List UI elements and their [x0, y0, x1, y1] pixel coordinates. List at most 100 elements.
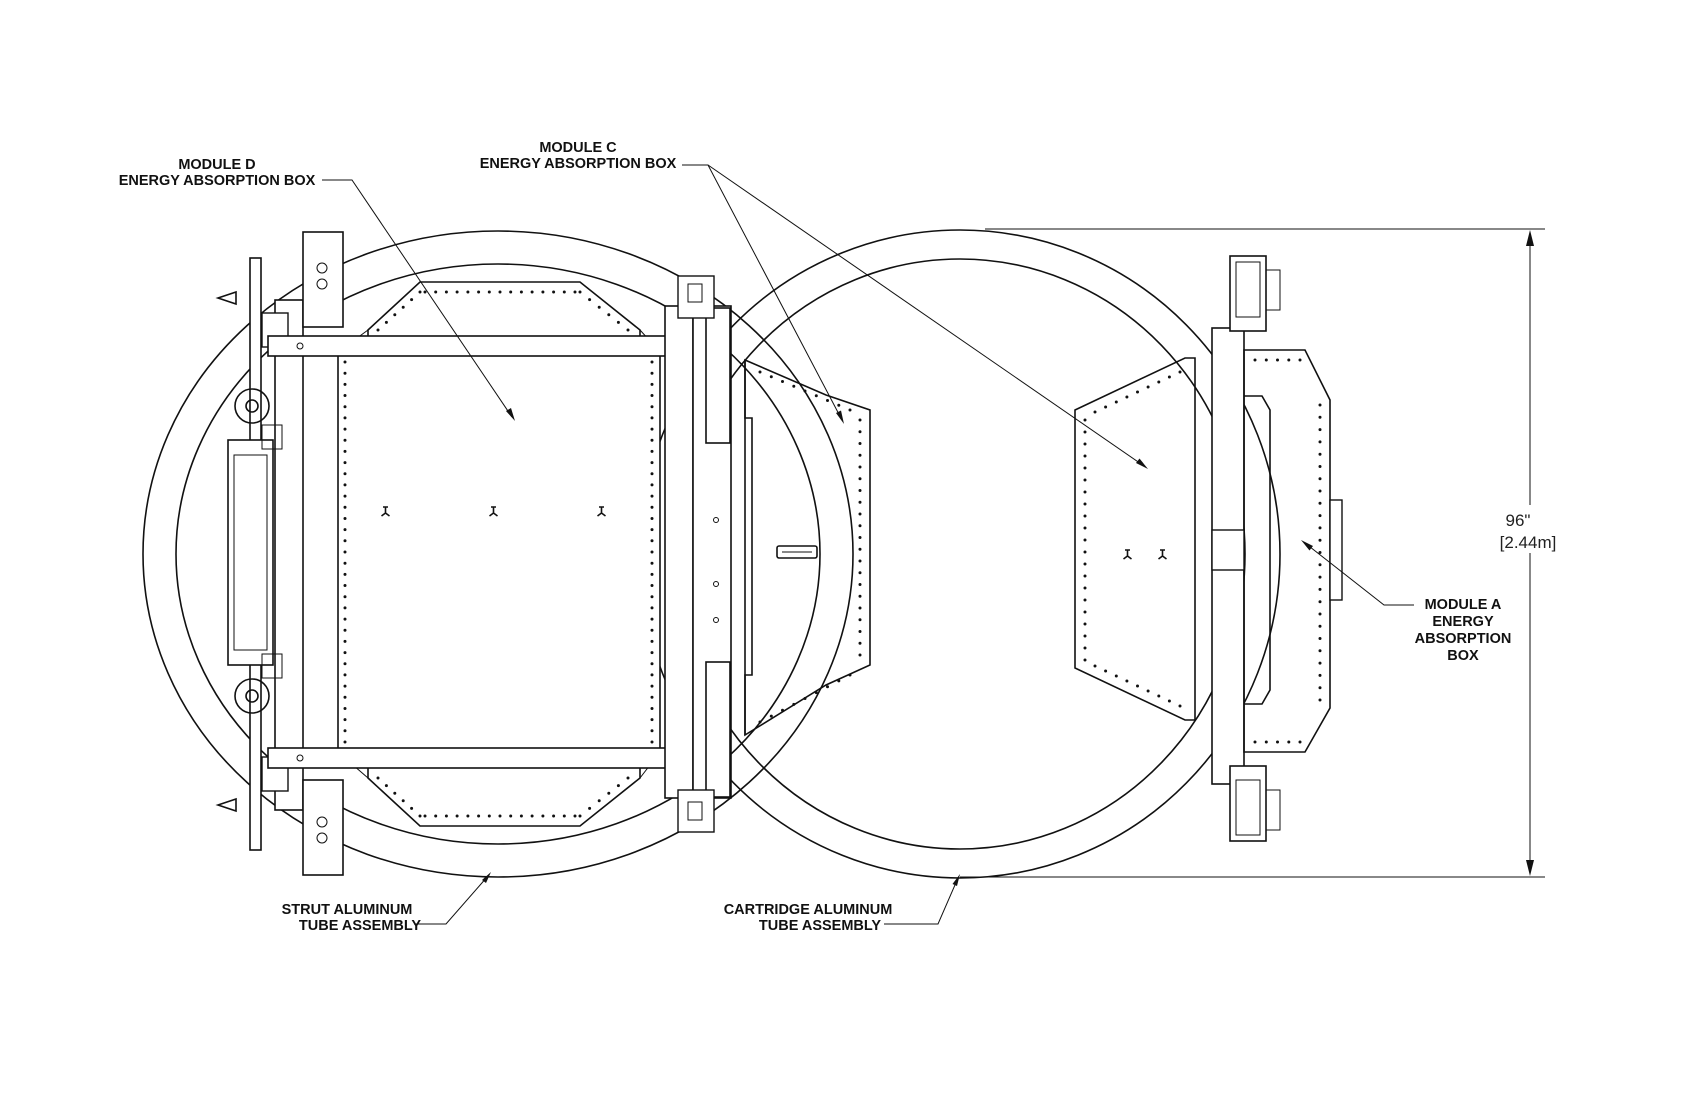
rivet-dot: [1167, 699, 1171, 703]
cartridge-line-2: TUBE ASSEMBLY: [759, 918, 882, 934]
rivet-dot: [1318, 649, 1322, 653]
label-module-d: MODULE D ENERGY ABSORPTION BOX: [119, 157, 316, 189]
rivet-dot: [826, 685, 829, 689]
rivet-dot: [650, 673, 654, 677]
rivet-dot: [650, 505, 654, 509]
rivet-dot: [650, 438, 654, 442]
rivet-dot: [1287, 358, 1291, 362]
rivet-dot: [781, 380, 784, 383]
rivet-dot: [650, 628, 654, 632]
rivet-dot: [487, 290, 491, 294]
rivet-dot: [650, 483, 654, 487]
module-d-line-2: ENERGY ABSORPTION BOX: [119, 173, 316, 189]
rivet-dot: [393, 313, 397, 317]
rivet-dot: [1083, 502, 1087, 506]
rivet-dot: [343, 405, 347, 409]
rivet-dot: [650, 695, 654, 699]
rivet-dot: [562, 290, 566, 294]
rivet-dot: [1318, 600, 1322, 604]
rivet-dot: [541, 814, 545, 818]
rivet-dot: [384, 784, 388, 788]
rivet-dot: [519, 290, 523, 294]
rivet-dot: [858, 489, 862, 492]
rivet-dot: [343, 662, 347, 666]
module-c-line-2: ENERGY ABSORPTION BOX: [480, 156, 677, 172]
rivet-dot: [410, 806, 414, 810]
rivet-dot: [769, 714, 773, 718]
rivet-dot: [848, 408, 852, 412]
module-d-rivets: [343, 290, 654, 818]
rivet-dot: [466, 814, 470, 818]
rivet-dot: [650, 494, 654, 498]
rivet-dot: [1264, 358, 1268, 362]
rivet-dot: [650, 740, 654, 744]
rivet-dot: [588, 298, 592, 302]
rivet-dot: [343, 550, 347, 554]
rivet-dot: [1318, 698, 1322, 702]
rivet-dot: [343, 517, 347, 520]
rivet-dot: [1318, 538, 1322, 542]
rivet-dot: [626, 328, 630, 332]
rivet-dot: [858, 571, 862, 575]
rivet-dot: [1264, 740, 1268, 744]
rivet-dot: [578, 290, 582, 294]
rivet-dot: [418, 814, 422, 818]
rivet-dot: [858, 594, 862, 598]
rivet-dot: [1083, 466, 1087, 470]
rivet-dot: [1083, 538, 1087, 542]
rivet-dot: [650, 561, 654, 565]
rivet-dot: [858, 430, 862, 434]
rivet-dot: [769, 375, 773, 379]
rivet-dot: [1083, 490, 1087, 494]
rivet-dot: [1298, 740, 1302, 744]
rivet-dot: [650, 550, 654, 554]
rivet-dot: [1318, 661, 1322, 665]
rivet-dot: [1287, 740, 1291, 744]
rivet-dot: [1318, 465, 1322, 468]
rivet-dot: [1318, 477, 1322, 481]
rivet-dot: [434, 814, 438, 818]
rivet-dot: [858, 547, 862, 551]
rivet-dot: [858, 630, 862, 633]
rivet-dot: [376, 328, 380, 332]
module-b-box: [1074, 357, 1196, 721]
rivet-dot: [1083, 622, 1087, 626]
rivet-dot: [1104, 669, 1108, 673]
rivet-dot: [650, 517, 654, 520]
rivet-dot: [393, 791, 397, 795]
strut-tube-ring: [142, 230, 854, 878]
rivet-dot: [858, 477, 862, 481]
cartridge-tube-ring: [639, 229, 1281, 879]
rivet-dot: [343, 740, 347, 744]
rivet-dot: [1318, 440, 1322, 444]
rivet-dot: [343, 651, 347, 655]
rivet-dot: [814, 691, 818, 695]
rivet-dot: [444, 290, 448, 294]
rivet-dot: [1083, 550, 1087, 554]
rivet-dot: [343, 394, 347, 397]
rivet-dot: [343, 572, 347, 576]
rivet-dot: [858, 559, 862, 563]
rivet-dot: [650, 718, 654, 722]
rivet-dot: [466, 290, 470, 294]
rivet-dot: [848, 673, 852, 677]
rivet-dot: [650, 472, 654, 476]
rivet-dot: [650, 606, 654, 610]
rivet-dot: [650, 416, 654, 420]
rivet-dot: [1318, 452, 1322, 456]
rivet-dot: [343, 449, 347, 453]
rivet-dot: [1318, 686, 1322, 690]
rivet-dot: [343, 718, 347, 722]
rivet-dot: [498, 290, 502, 294]
module-a-line-1: MODULE A: [1425, 597, 1502, 613]
rivet-dot: [858, 442, 862, 445]
module-c-line-1: MODULE C: [539, 140, 617, 156]
rivet-dot: [530, 290, 534, 294]
rivet-dot: [343, 461, 347, 465]
rivet-dot: [588, 806, 592, 810]
rivet-dot: [1318, 587, 1322, 591]
rivet-dot: [858, 606, 862, 610]
label-module-c: MODULE C ENERGY ABSORPTION BOX: [480, 140, 677, 172]
rivet-dot: [650, 539, 654, 543]
rivet-dot: [1318, 526, 1322, 530]
